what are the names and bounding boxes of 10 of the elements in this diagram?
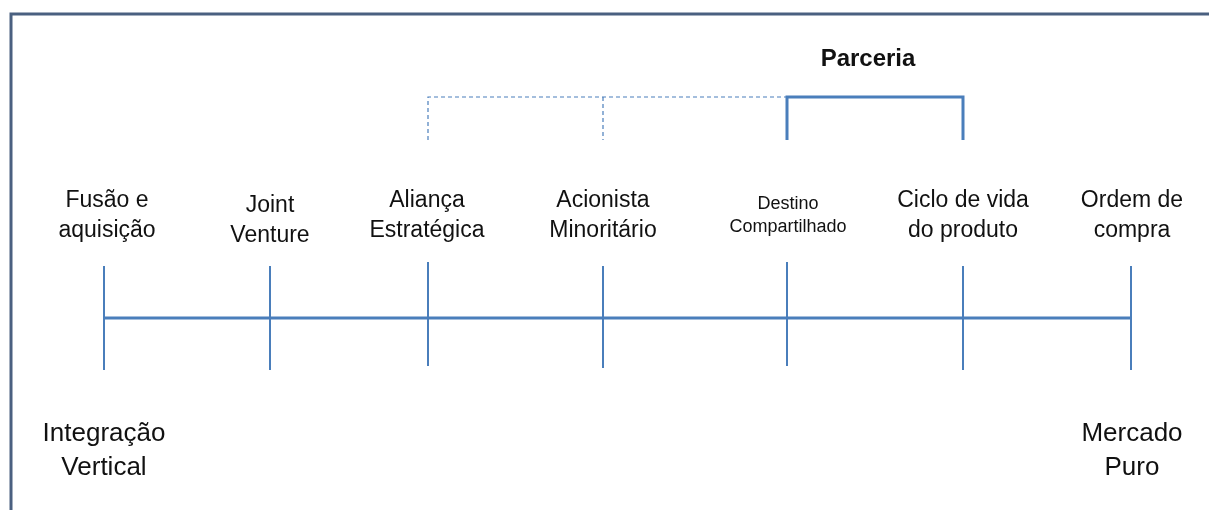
end-label: Mercado Puro [1080,416,1184,483]
bracket-label: Parceria [819,43,917,74]
scale-label: Joint Venture [229,190,311,249]
scale-label: Acionista Minoritário [548,185,658,244]
end-label: Integração Vertical [41,416,167,483]
scale-label: Aliança Estratégica [368,185,486,244]
scale-label: Destino Compartilhado [728,191,848,238]
scale-label: Fusão e aquisição [57,185,157,244]
scale-label: Ciclo de vida do produto [896,185,1030,244]
scale-label: Ordem de compra [1079,185,1185,244]
